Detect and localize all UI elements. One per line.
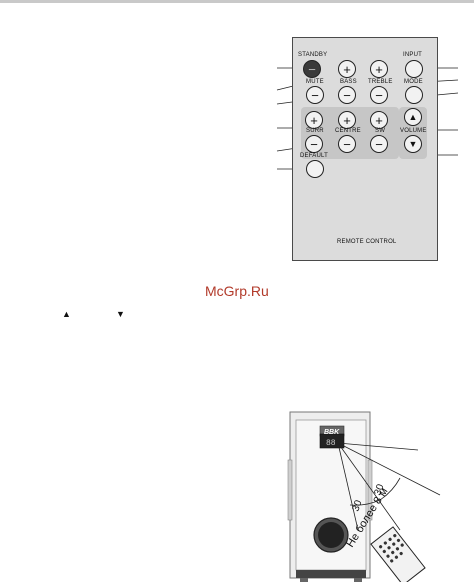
volume-label: VOLUME (400, 128, 427, 134)
speaker-brand-logo: BBK (324, 429, 340, 436)
input-label: INPUT (403, 52, 422, 58)
plus-icon: + (343, 112, 351, 128)
remote-control: STANDBY − INPUT + + BASS TREBLE MUTE − −… (292, 37, 438, 261)
plus-icon: + (375, 61, 383, 77)
sw-label: SW (375, 128, 386, 134)
centre-minus-button[interactable]: − (338, 135, 356, 153)
plus-icon: + (343, 61, 351, 77)
angle-right-label: 30 (372, 482, 386, 497)
surr-minus-button[interactable]: − (305, 135, 323, 153)
angle-left-label: 30 (350, 498, 364, 513)
plus-icon: + (375, 112, 383, 128)
up-arrow-icon: ▲ (62, 309, 71, 319)
default-label: DEFAULT (300, 153, 328, 159)
mode-button[interactable] (405, 86, 423, 104)
surr-plus-button[interactable]: + (305, 111, 323, 129)
bass-plus-button[interactable]: + (338, 60, 356, 78)
down-arrow-icon: ▼ (116, 309, 125, 319)
minus-icon: − (375, 136, 383, 152)
speaker-display-readout: 88 (326, 439, 336, 448)
treble-plus-button[interactable]: + (370, 60, 388, 78)
minus-icon: − (343, 87, 351, 103)
down-arrow-icon: ▼ (408, 138, 418, 149)
watermark: McGrp.Ru (205, 283, 269, 299)
standby-label: STANDBY (298, 52, 328, 58)
sw-plus-button[interactable]: + (370, 111, 388, 129)
minus-icon: − (343, 136, 351, 152)
up-arrow-icon: ▲ (408, 111, 418, 122)
mute-label: MUTE (306, 79, 324, 85)
bass-minus-button[interactable]: − (338, 86, 356, 104)
mode-label: MODE (404, 79, 423, 85)
remote-caption: REMOTE CONTROL (337, 239, 397, 245)
volume-down-button[interactable]: ▼ (404, 135, 422, 153)
standby-button[interactable]: − (303, 60, 321, 78)
minus-icon: − (311, 87, 319, 103)
default-button[interactable] (306, 160, 324, 178)
input-button[interactable] (405, 60, 423, 78)
centre-label: CENTRE (335, 128, 361, 134)
volume-up-button[interactable]: ▲ (404, 108, 422, 126)
plus-icon: + (310, 112, 318, 128)
mute-button[interactable]: − (306, 86, 324, 104)
centre-plus-button[interactable]: + (338, 111, 356, 129)
bass-label: BASS (340, 79, 357, 85)
treble-label: TREBLE (368, 79, 393, 85)
page-top-rule (0, 0, 474, 3)
sw-minus-button[interactable]: − (370, 135, 388, 153)
surr-label: SURR (306, 128, 324, 134)
minus-icon: − (375, 87, 383, 103)
treble-minus-button[interactable]: − (370, 86, 388, 104)
minus-icon: − (308, 61, 316, 77)
minus-icon: − (310, 136, 318, 152)
